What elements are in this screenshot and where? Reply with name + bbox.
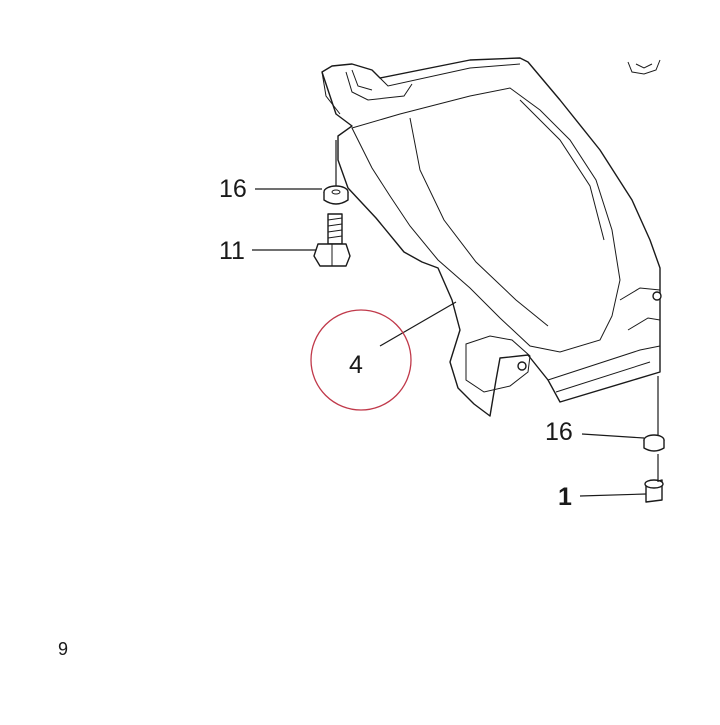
callout-cover: 4: [349, 351, 363, 379]
highlight-circle: [310, 309, 412, 411]
callout-washer-top: 16: [219, 175, 247, 203]
page-number: 9: [58, 639, 68, 659]
callout-bolt: 11: [219, 237, 245, 265]
bolt-part-11: [313, 213, 351, 267]
leader-nut: [579, 493, 647, 497]
leader-cover: [379, 301, 457, 347]
cover-panel: [321, 57, 662, 417]
washer-part-16-top: [323, 185, 349, 205]
callout-nut: 1: [558, 483, 572, 511]
leader-washer-right: [581, 433, 645, 439]
washer-part-16-right: [643, 434, 665, 452]
callout-washer-right: 16: [545, 418, 573, 446]
nut-part-1: [644, 479, 664, 503]
